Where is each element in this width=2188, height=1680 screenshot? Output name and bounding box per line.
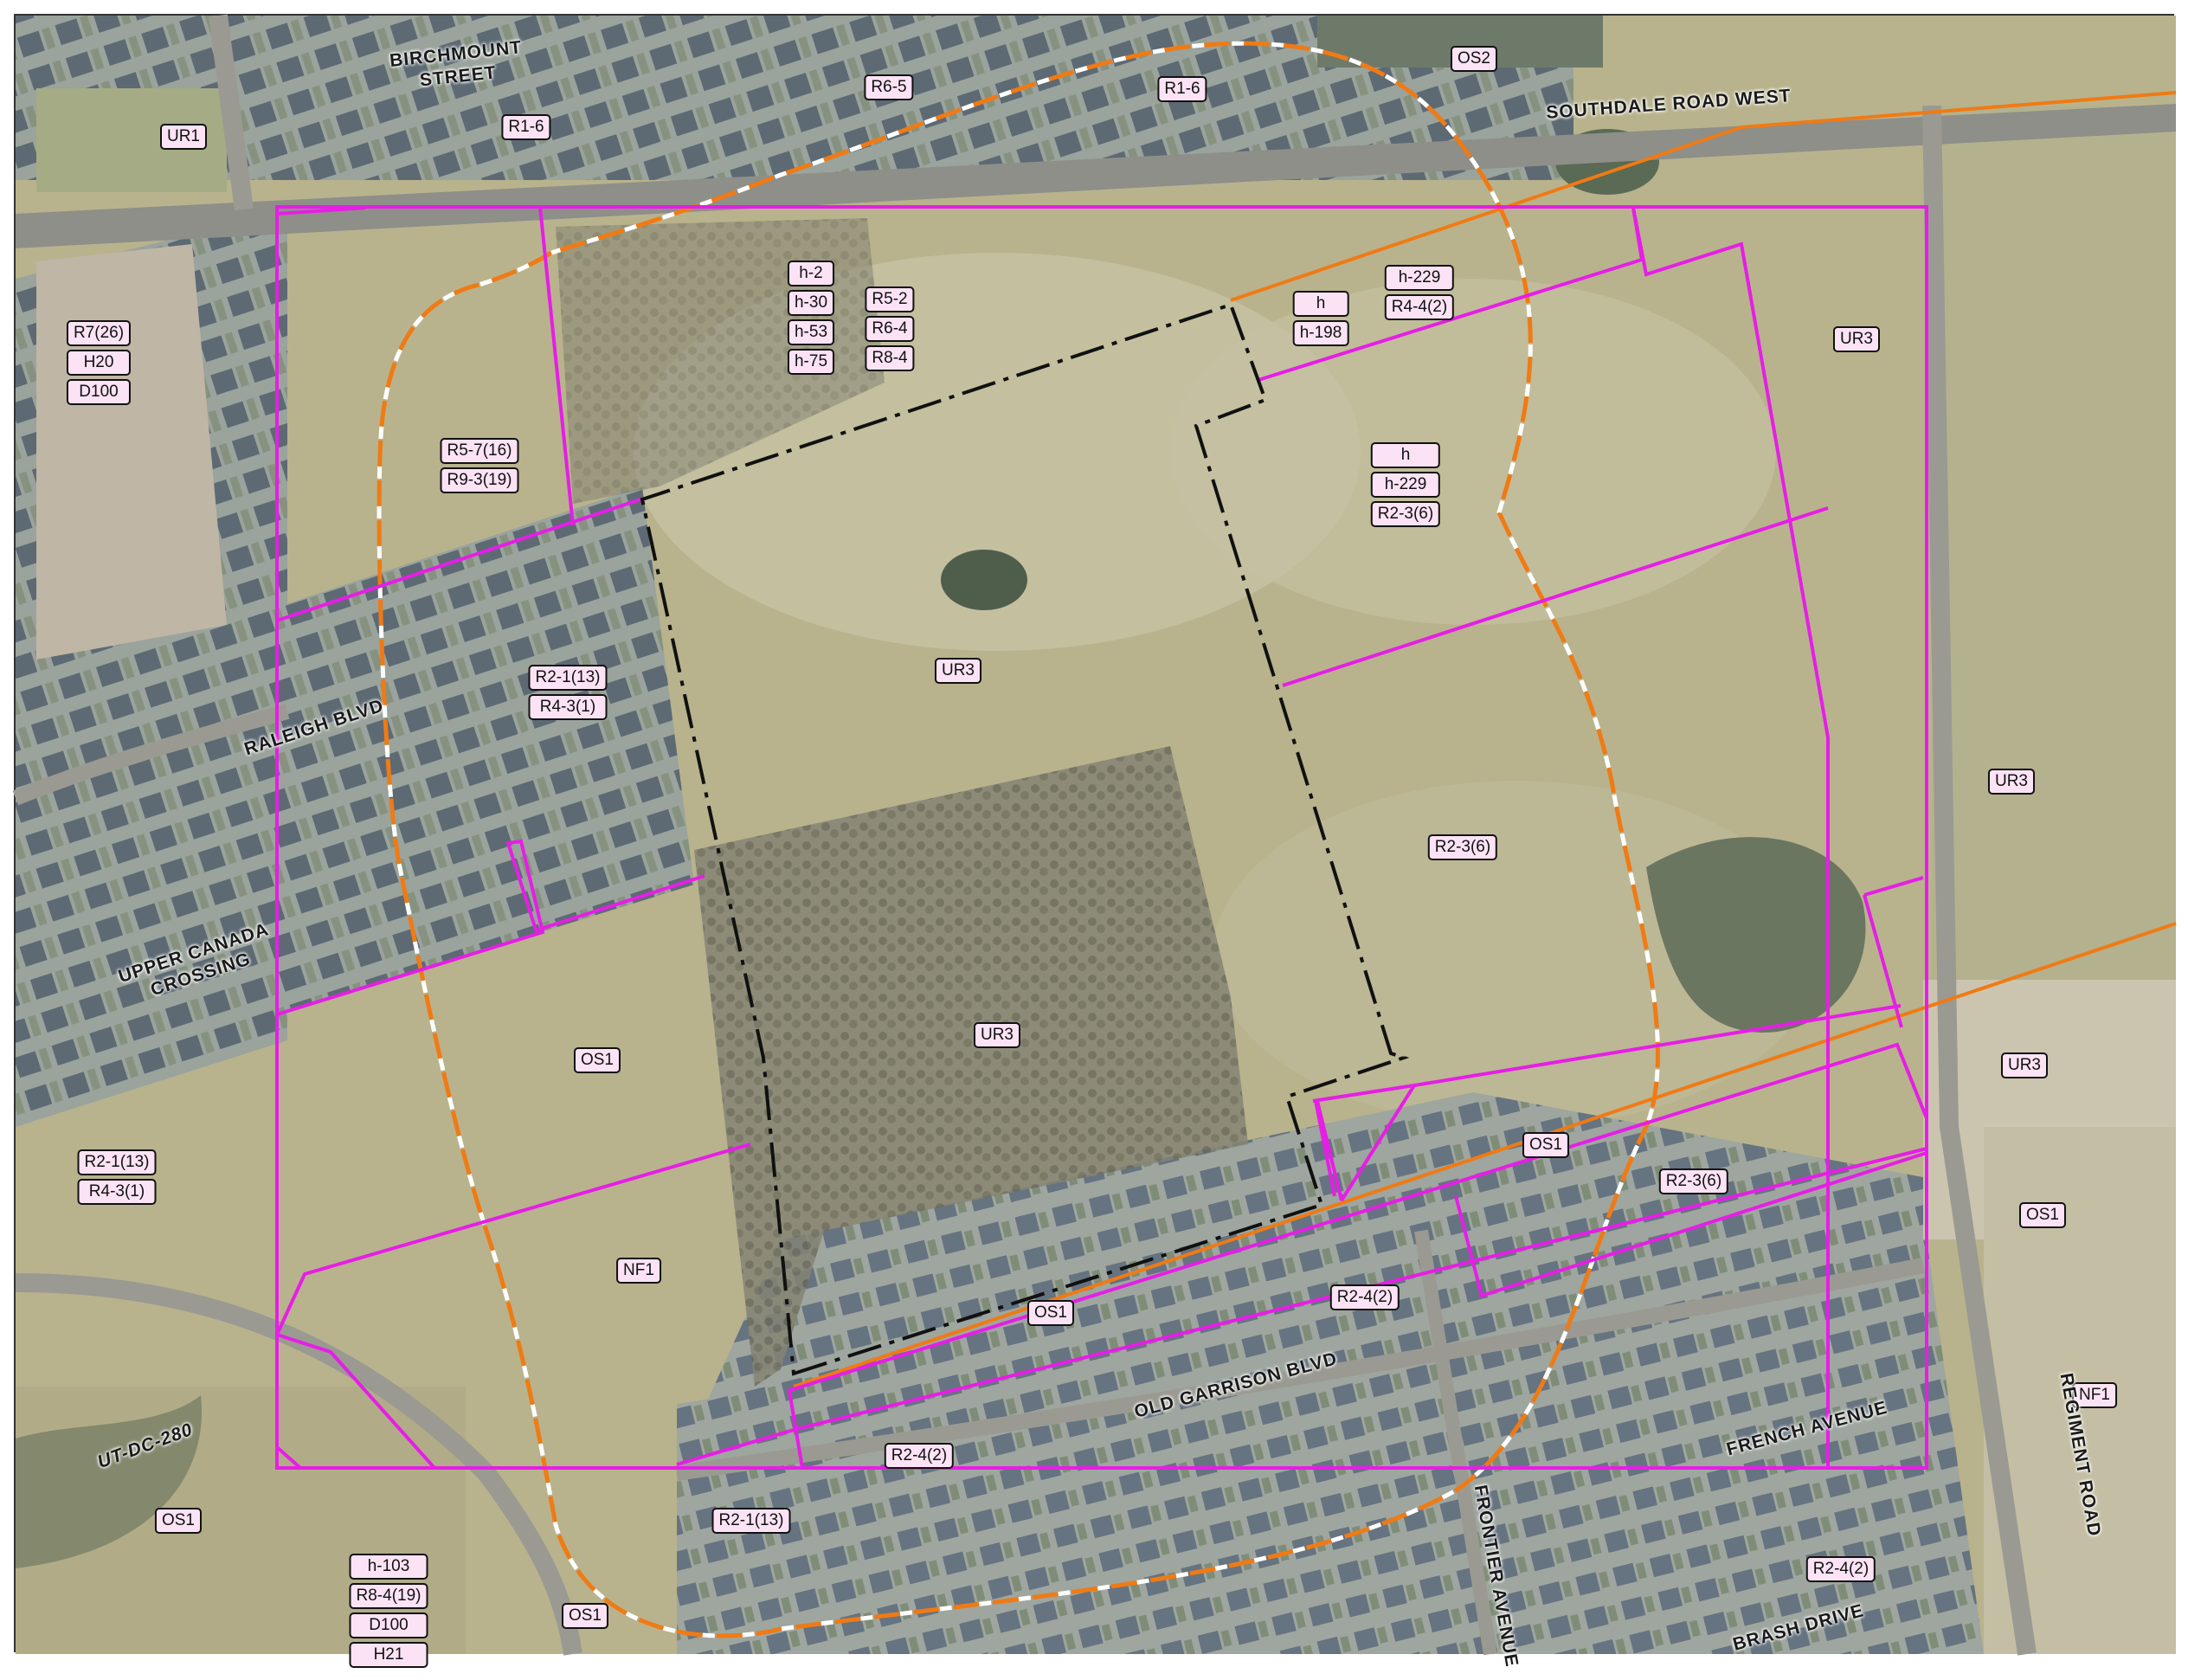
- zone-label-r6-5[interactable]: R6-5: [864, 74, 914, 100]
- zone-label-h: h: [1292, 291, 1349, 317]
- zone-label-ur3-east[interactable]: UR3: [1987, 769, 2036, 795]
- sw-road: [15, 1273, 582, 1656]
- zone-label-d100-south: D100: [349, 1612, 428, 1638]
- zone-label-os1-south[interactable]: OS1: [1026, 1300, 1075, 1326]
- zone-label-r9-3-19: R9-3(19): [440, 467, 519, 493]
- zone-stack-h-229-top[interactable]: h-229 R4-4(2): [1384, 265, 1455, 320]
- zone-label-ur3-south[interactable]: UR3: [973, 1022, 1021, 1048]
- zone-stack-r7[interactable]: R7(26) H20 D100: [66, 320, 132, 405]
- orange-line-south: [793, 922, 2177, 1388]
- zone-label-r2-4-2-b[interactable]: R2-4(2): [884, 1443, 955, 1469]
- raleigh-road: [12, 704, 290, 806]
- field-southwest: [16, 1387, 466, 1654]
- zone-label-nf1-east[interactable]: NF1: [2072, 1382, 2117, 1408]
- zone-label-h-75: h-75: [787, 349, 835, 375]
- zone-label-h-53: h-53: [787, 319, 835, 345]
- zone-label-h-198: h-198: [1292, 320, 1349, 346]
- zone-label-r2-4-2-a[interactable]: R2-4(2): [1329, 1284, 1400, 1310]
- buffer-boundary-white: [376, 41, 1660, 1638]
- zone-label-ur3-ne[interactable]: UR3: [1832, 326, 1881, 352]
- field-east: [1932, 106, 2176, 1014]
- map-canvas: [12, 14, 2177, 1656]
- zone-label-ur1[interactable]: UR1: [159, 124, 208, 150]
- zone-boundaries: [275, 205, 1928, 1470]
- old-garrison-road: [675, 1258, 1925, 1481]
- buffer-boundary: [376, 41, 1660, 1638]
- zone-label-ur3-center[interactable]: UR3: [934, 658, 982, 684]
- frontier-road: [1414, 1229, 1497, 1656]
- field-patch: [1170, 279, 1776, 625]
- zone-label-os1-bottom[interactable]: OS1: [561, 1603, 609, 1629]
- zone-stack-r2-r4-west[interactable]: R2-1(13) R4-3(1): [528, 665, 608, 720]
- pond-center: [941, 550, 1027, 610]
- zone-label-nf1-west[interactable]: NF1: [616, 1258, 661, 1284]
- zone-label-r8-4-19: R8-4(19): [349, 1583, 428, 1609]
- zone-label-r2-4-2-c[interactable]: R2-4(2): [1805, 1556, 1876, 1582]
- zone-label-os1-west[interactable]: OS1: [573, 1047, 621, 1073]
- zone-stack-r2-r4-sw[interactable]: R2-1(13) R4-3(1): [77, 1149, 157, 1205]
- zone-label-r4-3-1-sw: R4-3(1): [77, 1179, 157, 1205]
- birchmount-street: [209, 14, 254, 211]
- zone-stack-h-103[interactable]: h-103 R8-4(19) D100 H21: [349, 1554, 428, 1668]
- zone-label-os1-far-east[interactable]: OS1: [2018, 1202, 2067, 1228]
- zone-stack-r5-r9[interactable]: R5-7(16) R9-3(19): [440, 438, 519, 493]
- wetland-east: [1646, 837, 1866, 1033]
- map-frame[interactable]: UR1 R1-6 R6-5 R1-6 OS2 R7(26) H20 D100 h…: [12, 14, 2177, 1669]
- zone-label-r2-3-6-mid: R2-3(6): [1370, 501, 1441, 527]
- southdale-road: [16, 104, 2176, 248]
- zone-label-r2-1-13-south[interactable]: R2-1(13): [711, 1508, 791, 1534]
- site-boundary: [640, 302, 1410, 1376]
- zone-label-r4-3-1: R4-3(1): [528, 694, 608, 720]
- zone-stack-r-nw[interactable]: R5-2 R6-4 R8-4: [865, 286, 915, 371]
- zone-label-r2-1-13-sw: R2-1(13): [77, 1149, 157, 1175]
- regiment-road: [1922, 105, 2037, 1656]
- zone-label-h20: H20: [66, 350, 132, 376]
- zone-label-h-2: h-2: [787, 261, 835, 286]
- zone-label-r7-26: R7(26): [66, 320, 132, 346]
- zone-label-os2[interactable]: OS2: [1450, 46, 1498, 72]
- zone-stack-h-nw[interactable]: h-2 h-30 h-53 h-75: [787, 261, 835, 375]
- woodland: [694, 746, 1248, 1387]
- zone-label-r8-4: R8-4: [865, 345, 915, 371]
- zone-label-h-30: h-30: [787, 290, 835, 316]
- zone-label-os1-strip[interactable]: OS1: [1522, 1132, 1570, 1158]
- zone-label-r5-2: R5-2: [865, 286, 915, 312]
- zone-label-r1-6-west[interactable]: R1-6: [501, 114, 551, 140]
- zone-label-ur3-se[interactable]: UR3: [2000, 1052, 2049, 1078]
- orange-line-north: [1230, 91, 2177, 302]
- zone-stack-h-229-mid[interactable]: h h-229 R2-3(6): [1370, 442, 1441, 527]
- zone-stack-h-198[interactable]: h h-198: [1292, 291, 1349, 346]
- zone-label-h-229: h-229: [1384, 265, 1455, 291]
- housing-south: [677, 1213, 1984, 1654]
- zone-label-r4-4-2: R4-4(2): [1384, 294, 1455, 320]
- zone-label-r5-7-16: R5-7(16): [440, 438, 519, 464]
- zone-label-r1-6-east[interactable]: R1-6: [1157, 76, 1207, 102]
- zone-label-r2-3-6-center[interactable]: R2-3(6): [1427, 834, 1498, 860]
- zone-label-h-mid: h: [1370, 442, 1441, 468]
- zone-label-d100: D100: [66, 379, 132, 405]
- zone-label-os1-sw[interactable]: OS1: [154, 1508, 203, 1534]
- construction-site: [36, 244, 227, 660]
- site-extent-boundary: [275, 205, 1928, 1470]
- zone-label-h-103: h-103: [349, 1554, 428, 1580]
- zone-label-r2-3-6-se[interactable]: R2-3(6): [1658, 1168, 1729, 1194]
- zone-label-r6-4: R6-4: [865, 316, 915, 342]
- zone-label-r2-1-13: R2-1(13): [528, 665, 608, 691]
- zone-label-h-229-mid: h-229: [1370, 472, 1441, 498]
- zone-label-h21: H21: [349, 1642, 428, 1668]
- woodland-north: [556, 218, 885, 504]
